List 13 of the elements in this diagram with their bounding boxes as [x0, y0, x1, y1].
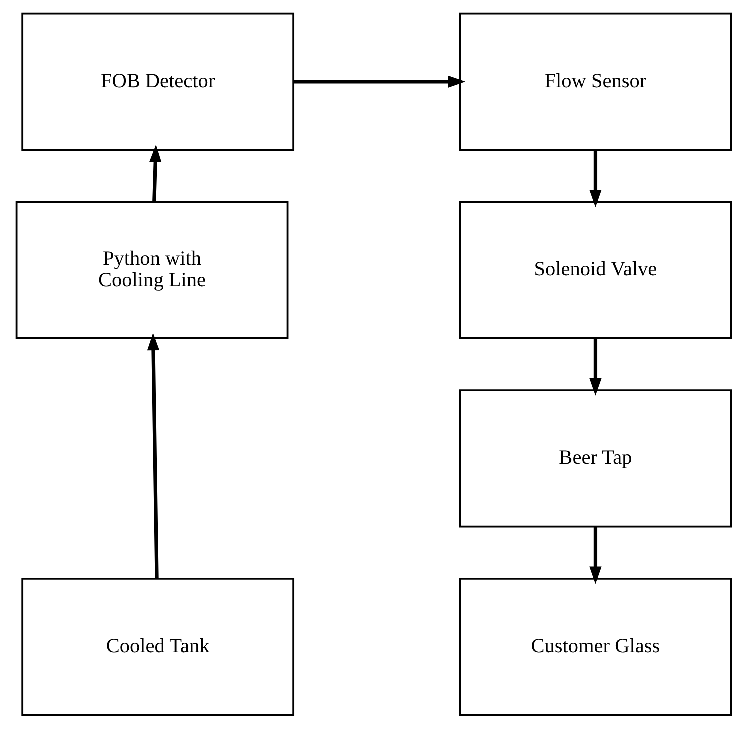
node-box: Solenoid Valve [458, 201, 732, 340]
arrow [149, 144, 162, 202]
arrow [589, 527, 602, 584]
node-box: Flow Sensor [458, 12, 732, 151]
node-box: Customer Glass [458, 578, 732, 716]
node-box: Cooled Tank [21, 578, 294, 716]
node-box: Python with Cooling Line [15, 201, 288, 340]
node-box: FOB Detector [21, 12, 294, 151]
arrow [294, 76, 466, 88]
arrow [146, 333, 160, 579]
arrow [589, 338, 602, 396]
node-box: Beer Tap [458, 390, 732, 528]
arrow [589, 150, 602, 208]
